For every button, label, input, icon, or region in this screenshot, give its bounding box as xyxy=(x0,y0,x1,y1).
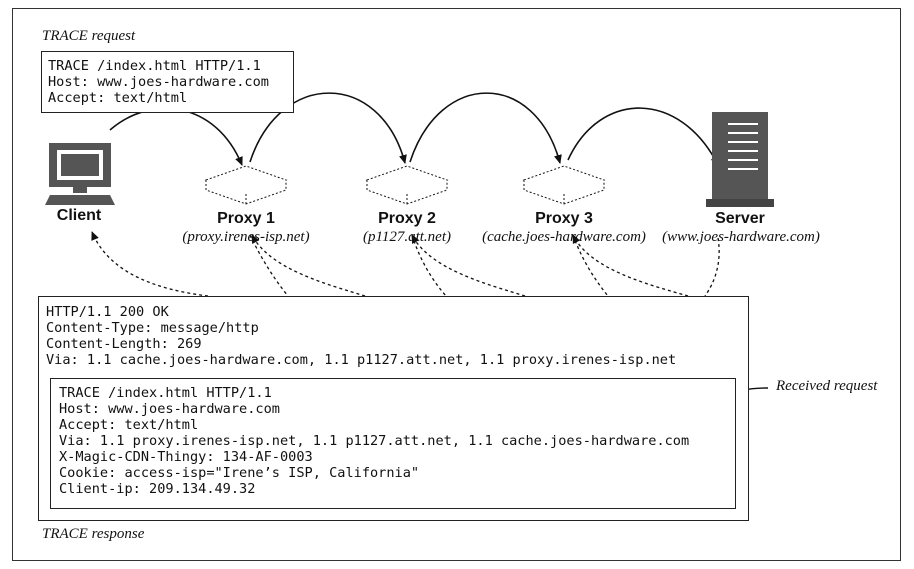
response-arc-proxy2-proxy1 xyxy=(251,234,366,297)
response-arc-proxy3-proxy2 xyxy=(411,234,526,297)
proxy2-host: (p1127.att.net) xyxy=(362,229,452,245)
received-line: X-Magic-CDN-Thingy: 134-AF-0003 xyxy=(59,449,313,465)
request-arc-proxy3-server xyxy=(567,107,719,166)
proxy-icon-3 xyxy=(522,165,606,205)
request-line: TRACE /index.html HTTP/1.1 xyxy=(48,58,261,74)
server-host: (www.joes-hardware.com) xyxy=(662,229,820,245)
figure-frame xyxy=(12,8,901,561)
server-label: Server xyxy=(715,210,765,227)
request-arc-proxy2-proxy3 xyxy=(409,92,562,164)
response-start-server xyxy=(704,237,720,297)
request-line: Host: www.joes-hardware.com xyxy=(48,74,269,90)
proxy-icon-1 xyxy=(204,165,288,205)
response-line: Content-Type: message/http xyxy=(46,320,259,336)
proxy3-label: Proxy 3 xyxy=(535,210,593,227)
request-line: Accept: text/html xyxy=(48,90,188,106)
trace-request-caption: TRACE request xyxy=(42,28,136,44)
response-start-proxy2 xyxy=(411,234,447,297)
response-line: HTTP/1.1 200 OK xyxy=(46,304,169,320)
proxy1-host: (proxy.irenes-isp.net) xyxy=(182,229,310,245)
received-request-caption: Received request xyxy=(776,378,878,394)
response-start-proxy1 xyxy=(249,234,289,297)
client-label: Client xyxy=(56,207,102,224)
proxy1-label: Proxy 1 xyxy=(217,210,275,227)
received-line: Host: www.joes-hardware.com xyxy=(59,401,280,417)
proxy2-label: Proxy 2 xyxy=(378,210,436,227)
response-arc-server-proxy3 xyxy=(572,234,689,297)
trace-response-caption: TRACE response xyxy=(42,526,145,542)
computer-icon xyxy=(45,143,115,205)
request-arc-client-proxy1 xyxy=(109,107,243,166)
request-arc-proxy1-proxy2 xyxy=(249,92,407,164)
response-start-proxy3 xyxy=(572,234,609,297)
received-line: Client-ip: 209.134.49.32 xyxy=(59,481,256,497)
received-line: Accept: text/html xyxy=(59,417,199,433)
proxy3-host: (cache.joes-hardware.com) xyxy=(482,229,646,245)
response-line: Content-Length: 269 xyxy=(46,336,202,352)
response-line: Via: 1.1 cache.joes-hardware.com, 1.1 p1… xyxy=(46,352,677,368)
received-line: Via: 1.1 proxy.irenes-isp.net, 1.1 p1127… xyxy=(59,433,690,449)
server-icon xyxy=(706,112,774,207)
received-line: TRACE /index.html HTTP/1.1 xyxy=(59,385,272,401)
proxy-icon-2 xyxy=(365,165,449,205)
received-line: Cookie: access-isp="Irene’s ISP, Califor… xyxy=(59,465,420,481)
